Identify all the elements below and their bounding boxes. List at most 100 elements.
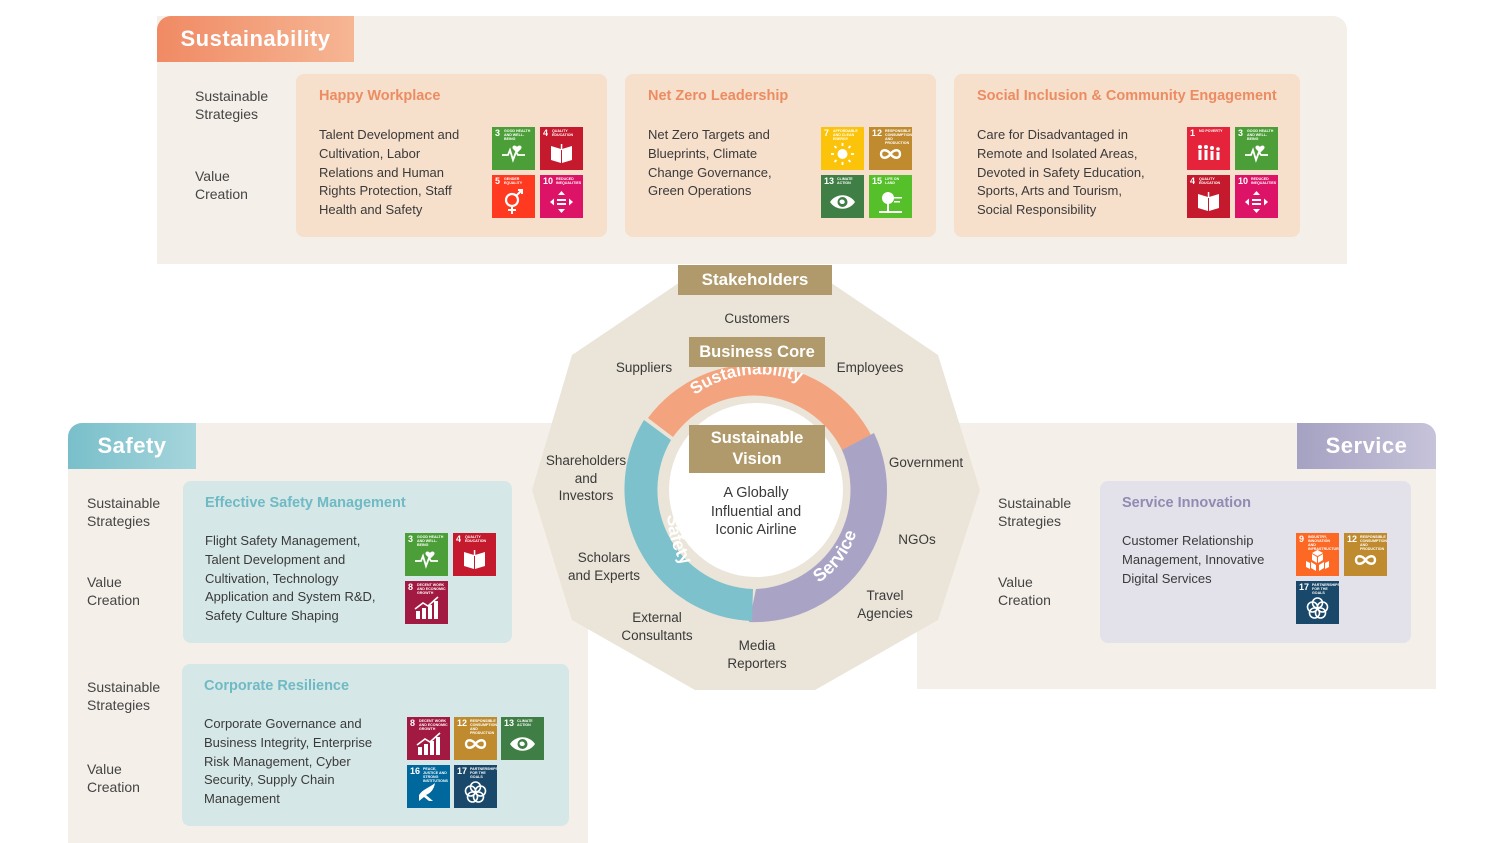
infinity-icon (879, 149, 902, 159)
sustainable-strategies-label: Sustainable Strategies (87, 679, 161, 713)
gender-icon (504, 189, 523, 214)
equality-icon (1245, 191, 1268, 213)
sdg-title: CLIMATE ACTION (837, 177, 853, 185)
sdg-title: GOOD HEALTH AND WELL-BEING (417, 535, 444, 547)
sdg-number: 4 (1190, 176, 1196, 186)
sdg-number: 12 (1347, 534, 1358, 544)
sdg-number: 7 (824, 128, 830, 138)
sdg-number: 4 (456, 534, 462, 544)
ring-safety-segment (624, 420, 753, 621)
sdg-title: PARTNERSHIPS FOR THE GOALS (470, 767, 497, 779)
business-core-title: Business Core (689, 337, 825, 367)
sustainable-strategies-label: Sustainable Strategies (998, 495, 1072, 529)
stakeholder-scholars: Scholars and Experts (567, 550, 641, 583)
value-creation-label: Value Creation (87, 761, 140, 795)
sustainable-vision-title: Sustainable Vision (689, 425, 825, 473)
card-body: Net Zero Targets and Blueprints, Climate… (648, 127, 772, 199)
vision-statement: A Globally Influential and Iconic Airlin… (710, 485, 802, 538)
heartbeat-icon (502, 145, 525, 163)
stakeholder-shareholders: Shareholders and Investors (545, 453, 627, 503)
sdg-title: DECENT WORK AND ECONOMIC GROWTH (419, 719, 448, 731)
dove-icon (419, 783, 435, 801)
sdg-title: INDUSTRY, INNOVATION AND INFRASTRUCTURE (1308, 535, 1339, 551)
sdg-title: QUALITY EDUCATION (1199, 177, 1221, 185)
book-icon (1198, 192, 1219, 211)
sun-icon (831, 143, 854, 165)
sdg-number: 9 (1299, 534, 1305, 544)
sdg-title: DECENT WORK AND ECONOMIC GROWTH (417, 583, 446, 595)
people-icon (1198, 145, 1220, 160)
sdg-number: 16 (410, 766, 421, 776)
flower-icon (1306, 597, 1329, 619)
sdg-number: 10 (1238, 176, 1249, 186)
stakeholders-title: Stakeholders (678, 265, 832, 295)
sdg-title: PEACE, JUSTICE AND STRONG INSTITUTIONS (423, 767, 448, 783)
card-title: Happy Workplace (319, 88, 441, 104)
sdg-number: 10 (543, 176, 554, 186)
sdg-title: GOOD HEALTH AND WELL-BEING (504, 129, 531, 141)
sustainable-strategies-label: Sustainable Strategies (87, 495, 161, 529)
sdg-number: 8 (408, 582, 414, 592)
sdg-number: 12 (457, 718, 468, 728)
stakeholder-travel-agencies: Travel Agencies (857, 588, 913, 621)
card-title: Effective Safety Management (205, 495, 406, 511)
infinity-icon (1354, 555, 1377, 565)
eye-icon (830, 195, 855, 209)
service-innovation-card: Service Innovation Customer Relationship… (1100, 481, 1411, 643)
card-title: Service Innovation (1122, 495, 1251, 511)
eye-icon (510, 737, 535, 751)
book-icon (551, 144, 572, 163)
card-title: Social Inclusion & Community Engagement (977, 88, 1277, 104)
service-tab: Service (1297, 423, 1436, 469)
growth-icon (416, 732, 441, 755)
sdg-number: 17 (457, 766, 468, 776)
sdg-title: QUALITY EDUCATION (552, 129, 574, 137)
sdg-title: PARTNERSHIPS FOR THE GOALS (1312, 583, 1339, 595)
card-body: Talent Development and Cultivation, Labo… (319, 127, 460, 218)
tree-icon (879, 192, 902, 213)
card-title: Corporate Resilience (204, 678, 350, 694)
sdg-title: NO POVERTY (1199, 129, 1223, 133)
sdg-title: GOOD HEALTH AND WELL-BEING (1247, 129, 1274, 141)
equality-icon (550, 191, 573, 213)
sustainability-tab: Sustainability (157, 16, 354, 62)
stakeholder-government: Government (888, 455, 964, 470)
card-body: Care for Disadvantaged in Remote and Iso… (977, 127, 1145, 218)
sdg-title: GENDER EQUALITY (504, 177, 523, 185)
stakeholder-ngos: NGOs (898, 532, 936, 547)
value-creation-label: Value Creation (998, 574, 1051, 608)
value-creation-label: Value Creation (195, 168, 248, 202)
effective-safety-card: Effective Safety Management Flight Safet… (183, 481, 512, 643)
sdg-number: 3 (408, 534, 414, 544)
card-body: Flight Safety Management, Talent Develop… (205, 533, 376, 624)
sdg-number: 4 (543, 128, 549, 138)
card-body: Customer Relationship Management, Innova… (1122, 533, 1265, 586)
sdg-number: 15 (872, 176, 883, 186)
infinity-icon (464, 739, 487, 749)
sdg-title: RESPONSIBLE CONSUMPTION AND PRODUCTION (1360, 535, 1387, 551)
sdg-title: CLIMATE ACTION (517, 719, 533, 727)
ring-service-segment (749, 433, 888, 623)
stakeholder-customers: Customers (724, 311, 790, 326)
sdg-number: 3 (1238, 128, 1244, 138)
sdg-title: QUALITY EDUCATION (465, 535, 487, 543)
sdg-title: RESPONSIBLE CONSUMPTION AND PRODUCTION (885, 129, 912, 145)
safety-tab: Safety (68, 423, 196, 469)
